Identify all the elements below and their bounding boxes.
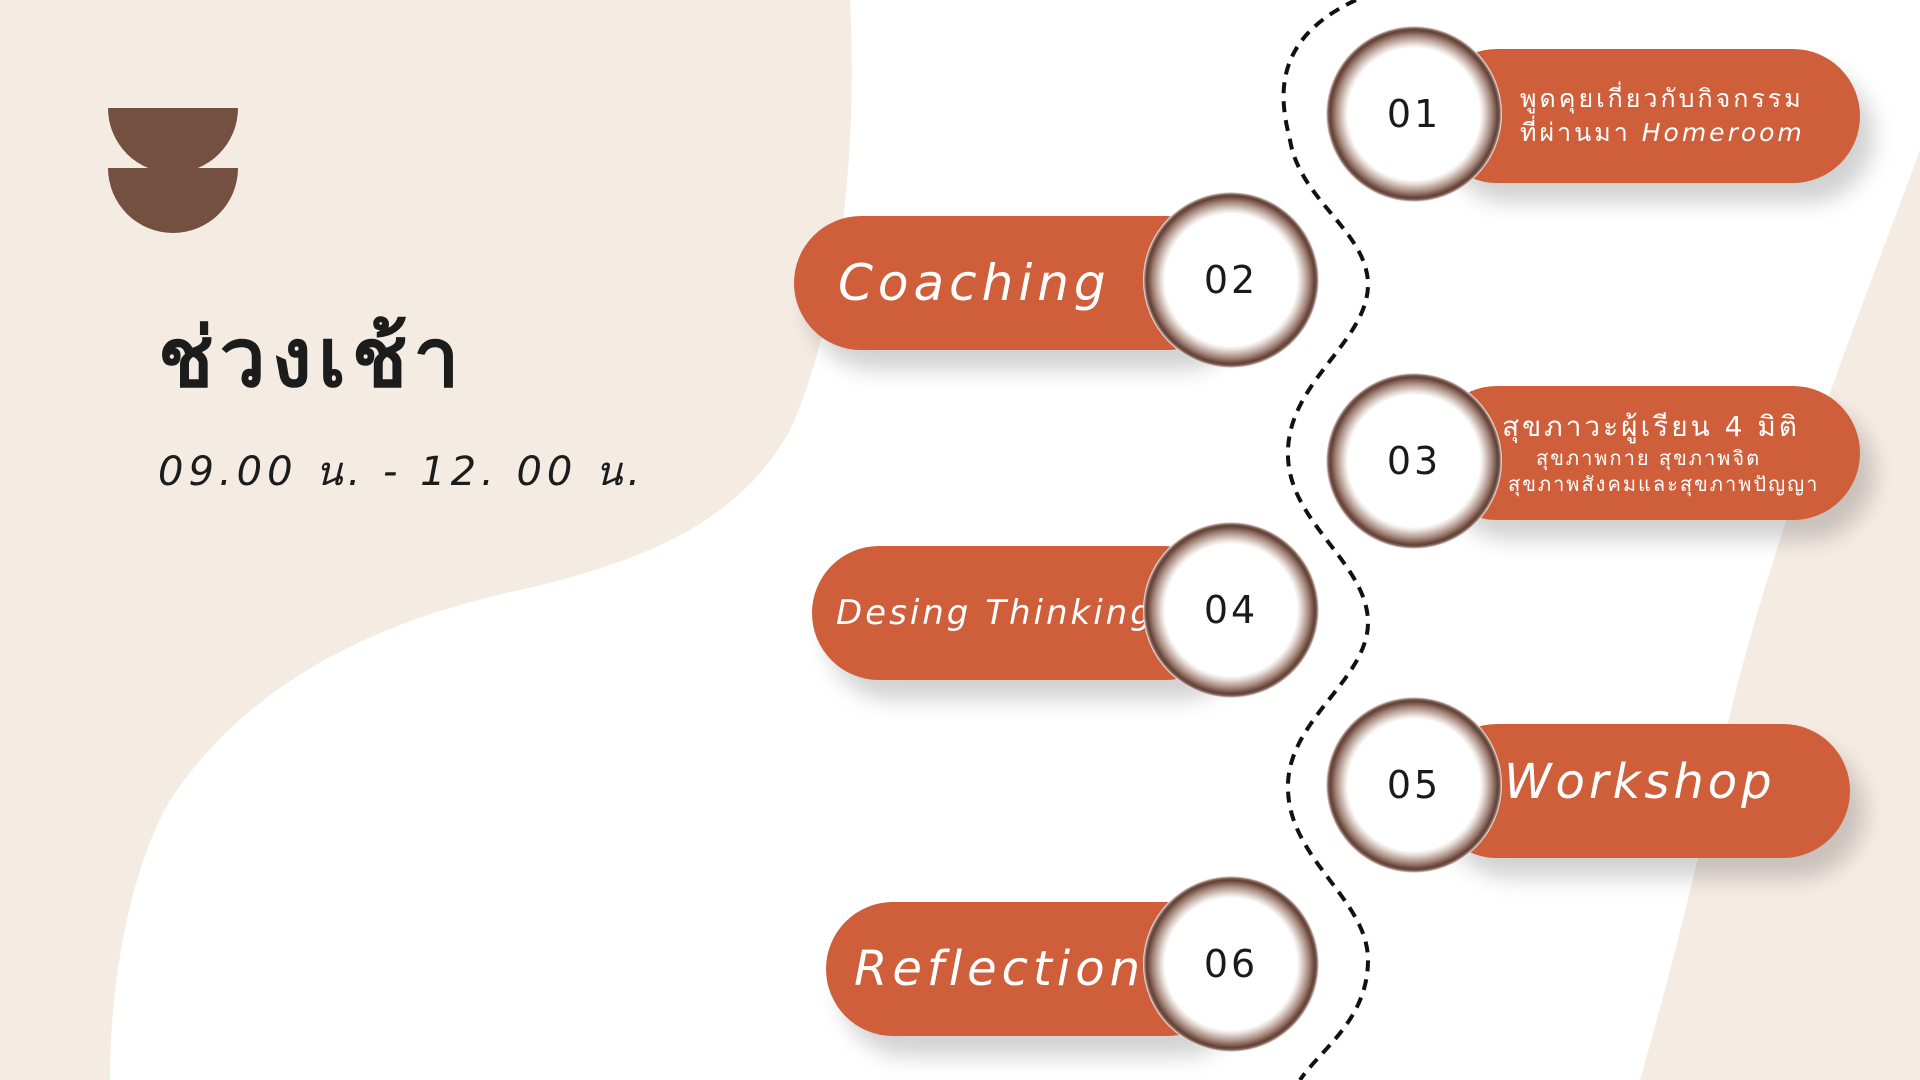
- step-04-badge: 04: [1143, 522, 1319, 698]
- step-05-badge: 05: [1326, 697, 1502, 873]
- step-01-badge: 01: [1326, 26, 1502, 202]
- step-03-line3: สุขภาพสังคมและสุขภาพปัญญา: [1508, 472, 1820, 496]
- step-02-badge: 02: [1143, 192, 1319, 368]
- time-range: 09.00 น. - 12. 00 น.: [158, 449, 646, 495]
- step-06-number: 06: [1203, 942, 1259, 986]
- step-01-line1: พูดคุยเกี่ยวกับกิจกรรม: [1520, 84, 1804, 113]
- step-03-line2: สุขภาพกาย สุขภาพจิต: [1536, 446, 1762, 470]
- step-03-number: 03: [1386, 439, 1442, 483]
- step-05-number: 05: [1386, 763, 1442, 807]
- step-02-label: Coaching: [838, 254, 1111, 312]
- step-04-number: 04: [1203, 588, 1259, 632]
- step-01-line2: ที่ผ่านมา Homeroom: [1520, 118, 1805, 147]
- step-06-badge: 06: [1143, 876, 1319, 1052]
- page-title: ช่วงเช้า: [158, 311, 466, 406]
- step-01-number: 01: [1386, 92, 1442, 136]
- step-03-badge: 03: [1326, 373, 1502, 549]
- step-05-label: Workshop: [1504, 754, 1776, 810]
- step-02-number: 02: [1203, 258, 1259, 302]
- logo-icon: [108, 108, 238, 233]
- step-04-label: Desing Thinking: [836, 593, 1155, 633]
- step-06-label: Reflection: [854, 941, 1145, 997]
- left-beige-shape: [0, 0, 852, 1080]
- step-03-line1: สุขภาวะผู้เรียน 4 มิติ: [1502, 410, 1800, 443]
